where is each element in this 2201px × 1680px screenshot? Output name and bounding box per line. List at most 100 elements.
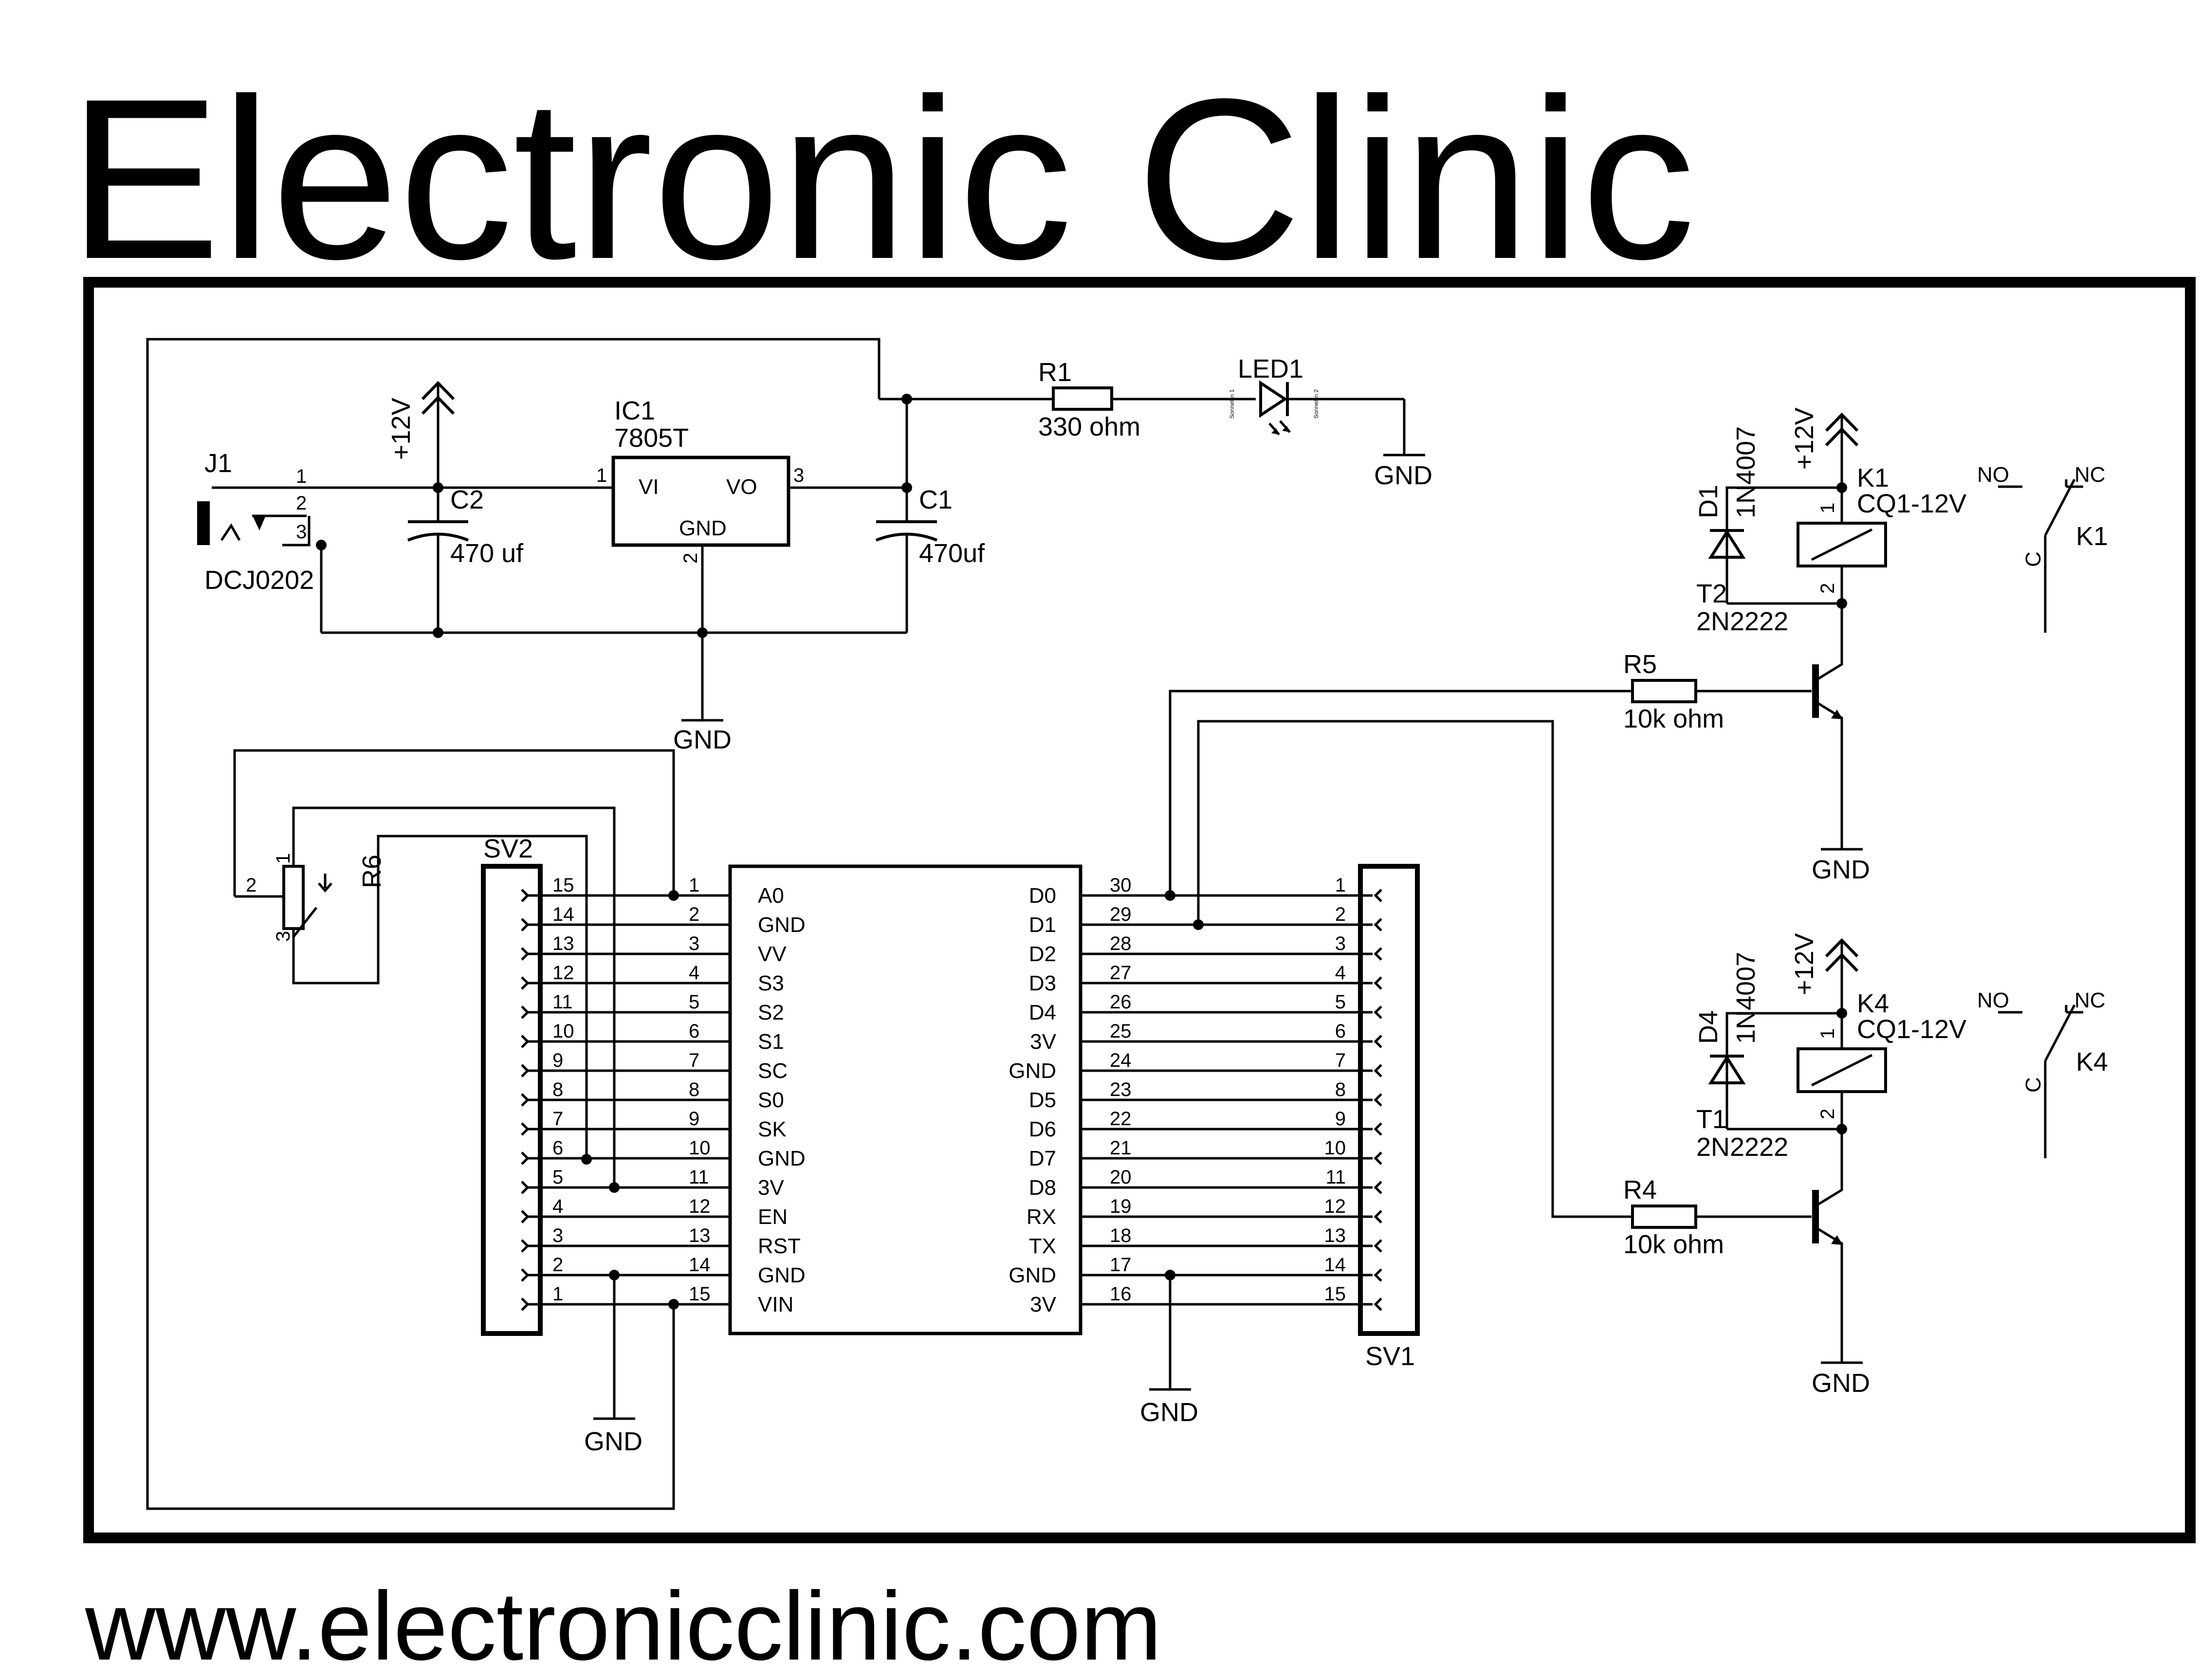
d4-label: D4 [1694, 1010, 1723, 1044]
module-right-pin-number: 23 [1110, 1079, 1132, 1100]
k4-pin1: 1 [1817, 1028, 1838, 1039]
module-left-pin-name: S1 [758, 1030, 784, 1054]
module-right-pin-name: TX [1029, 1234, 1056, 1258]
r4-label: R4 [1623, 1175, 1657, 1205]
k4-part: CQ1-12V [1857, 1015, 1966, 1044]
module-left-pin-name: EN [758, 1205, 788, 1229]
gnd-t2: GND [1812, 855, 1870, 884]
module-left-pin-number: 3 [689, 933, 699, 954]
led1-diode [1259, 380, 1288, 418]
k1-c-label: C [2021, 551, 2045, 567]
plus12v-k1: +12V [1790, 407, 1819, 470]
gnd-led1: GND [1374, 461, 1432, 490]
sv1-pin-number: 5 [1335, 991, 1346, 1013]
module-left-pin-number: 2 [689, 904, 699, 925]
module-left-pin-number: 10 [689, 1137, 711, 1159]
website-url: www.electronicclinic.com [85, 1572, 1162, 1680]
sv2-pin-number: 7 [552, 1108, 563, 1130]
module-right-pin-name: D0 [1029, 884, 1056, 908]
module-right-pin-name: D1 [1029, 913, 1056, 937]
sv2-pin-number: 9 [552, 1050, 563, 1071]
r6-label: R6 [357, 855, 386, 888]
sv1-pin-number: 6 [1335, 1021, 1346, 1042]
ic1-pin3: 3 [793, 465, 804, 486]
sv1-pin-connector [1374, 947, 1382, 961]
module-left-pin-name: VIN [758, 1293, 793, 1316]
r6-pin2: 2 [246, 875, 257, 896]
module-right-pin-number: 30 [1110, 875, 1132, 896]
r5-resistor [1631, 679, 1697, 703]
r6-pin1: 1 [273, 853, 294, 864]
c2-value: 470 uf [450, 539, 524, 568]
k1-switch-label: K1 [2076, 522, 2108, 551]
sv1-pin-number: 7 [1335, 1050, 1346, 1071]
sv2-pin-connector [521, 947, 530, 961]
sv1-pin-number: 13 [1324, 1225, 1346, 1246]
sv1-pin-number: 2 [1335, 904, 1346, 925]
module-right-pin-number: 25 [1110, 1021, 1132, 1042]
sv1-pin-number: 12 [1324, 1196, 1346, 1217]
module-right-pin-name: D4 [1029, 1001, 1056, 1024]
module-left-pin-name: GND [758, 1147, 806, 1170]
module-left-pin-name: SK [758, 1117, 787, 1141]
module-right-pin-name: RX [1027, 1205, 1056, 1229]
d4-part: 1N4007 [1731, 952, 1761, 1044]
sv2-pin-connector [521, 1268, 530, 1282]
sv1-pin-number: 10 [1324, 1137, 1346, 1159]
module-right-pin-name: D2 [1029, 942, 1056, 966]
module-left-pin-number: 6 [689, 1021, 699, 1042]
module-right-pin-number: 19 [1110, 1196, 1132, 1217]
sv1-pin-number: 9 [1335, 1108, 1346, 1130]
module-left-pin-name: GND [758, 1263, 806, 1287]
t1-label: T1 [1696, 1105, 1727, 1134]
module-left-pin-number: 1 [689, 875, 699, 896]
gnd-sv2: GND [584, 1427, 642, 1456]
sv1-pin-number: 8 [1335, 1079, 1346, 1100]
ic1-vo: VO [726, 475, 757, 499]
sv1-pin-connector [1374, 1035, 1382, 1048]
sv2-pin-number: 4 [552, 1196, 563, 1217]
page-title: Electronic Clinic [68, 51, 1695, 307]
module-right-pin-name: D3 [1029, 971, 1056, 995]
r5-value: 10k ohm [1623, 704, 1724, 733]
j1-pin2: 2 [296, 493, 307, 514]
k1-no-label: NO [1977, 463, 2009, 487]
led1-note-1: Sonnelsn 1 [1229, 389, 1235, 419]
t2-part: 2N2222 [1696, 607, 1788, 636]
module-left-pin-name: A0 [758, 884, 784, 908]
module-left-pin-name: SC [758, 1059, 788, 1083]
sv2-pin-connector [521, 976, 530, 990]
r4-value: 10k ohm [1623, 1230, 1724, 1259]
sv2-pin-number: 1 [552, 1283, 563, 1305]
plus12v-k4: +12V [1790, 933, 1819, 995]
j1-pin1: 1 [296, 466, 307, 487]
module-left-pin-number: 15 [689, 1283, 711, 1305]
module-right-pin-number: 22 [1110, 1108, 1132, 1130]
module-left-pin-number: 4 [689, 962, 699, 984]
sv2-pin-number: 15 [552, 875, 574, 896]
module-left-pin-name: GND [758, 913, 806, 937]
module-left-pin-number: 12 [689, 1196, 711, 1217]
r1-resistor [1052, 386, 1113, 411]
k1-pin1: 1 [1817, 503, 1838, 513]
module-right-pin-name: GND [1009, 1263, 1056, 1287]
module-right-pin-name: D5 [1029, 1088, 1056, 1112]
j1-part: DCJ0202 [204, 566, 314, 595]
sv1-pin-connector [1374, 1064, 1382, 1077]
d1-diode [1708, 529, 1746, 559]
ic1-pin2: 2 [680, 553, 701, 564]
k4-nc-label: NC [2074, 988, 2106, 1012]
sv2-pin-number: 11 [552, 991, 573, 1013]
t2-label: T2 [1696, 579, 1727, 608]
led1-label: LED1 [1238, 354, 1303, 383]
relay-k4-section: R4 10k ohm GND T1 2N2222 D4 1N4007 +12V … [1623, 933, 2108, 1398]
sv2-pin-connector [521, 889, 530, 902]
module-right-pin-name: 3V [1030, 1293, 1056, 1316]
sv2-pin-connector [521, 1093, 530, 1107]
sv2-pin-number: 6 [552, 1137, 563, 1159]
k4-pin2: 2 [1817, 1109, 1838, 1119]
